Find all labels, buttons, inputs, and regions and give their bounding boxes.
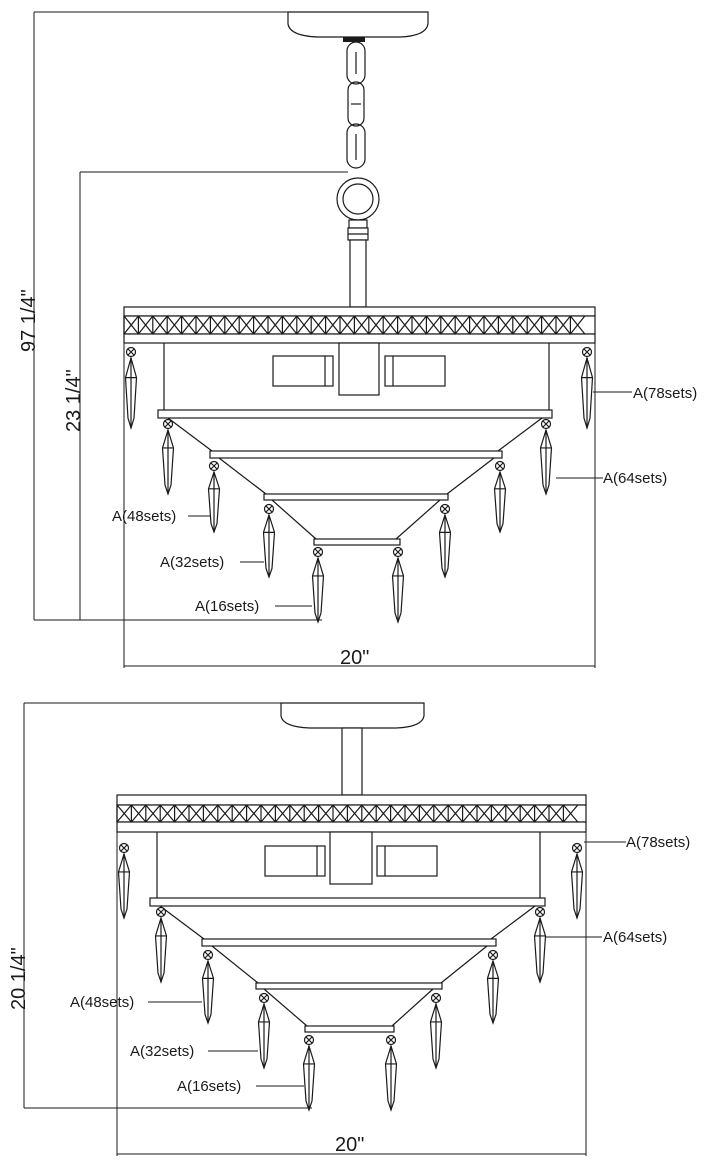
top-width-label: 20" [340, 647, 369, 669]
bottom-band-upper [116, 794, 587, 806]
top-body-height-label: 23 1/4" [63, 369, 85, 432]
top-stem [349, 239, 367, 308]
bottom-dimensions: 20 1/4" 20" [8, 702, 587, 1156]
bottom-canopy [280, 702, 425, 729]
top-band-upper [123, 306, 596, 317]
crystal-pendant [438, 503, 452, 579]
bottom-label-tier4: A(32sets) [130, 1043, 194, 1060]
top-tier-1 [157, 409, 553, 419]
bottom-stem [341, 727, 363, 796]
crystal-pendant [570, 842, 584, 920]
top-tier-2 [209, 450, 503, 459]
bottom-center-hub [329, 831, 373, 885]
bottom-tier-2 [201, 938, 497, 947]
bottom-tier-4 [304, 1025, 395, 1033]
crystal-pendant [262, 503, 276, 579]
bottom-right-socket [376, 845, 438, 877]
top-right-socket [384, 355, 446, 387]
bottom-callouts: A(78sets) A(64sets) A(48sets) A(32sets) … [70, 834, 690, 1095]
top-overall-height-label: 97 1/4" [18, 289, 40, 352]
top-label-tier2: A(64sets) [603, 470, 667, 487]
crystal-pendant [201, 949, 215, 1025]
top-canopy-cap [343, 37, 365, 42]
top-center-hub [338, 342, 380, 396]
top-band-lower [123, 333, 596, 344]
top-lattice-pattern [123, 315, 586, 335]
crystal-pendant [580, 346, 594, 431]
top-chain [346, 41, 366, 169]
crystal-pendant [493, 460, 507, 534]
bottom-label-tier1: A(78sets) [626, 834, 690, 851]
top-label-tier3: A(48sets) [112, 508, 176, 525]
crystal-pendant [391, 546, 405, 624]
crystal-pendant [154, 906, 168, 984]
bottom-band-lower [116, 821, 587, 833]
bottom-tier-3 [255, 982, 443, 990]
crystal-pendant [486, 949, 500, 1025]
top-left-socket [272, 355, 334, 387]
crystal-pendant [302, 1034, 316, 1112]
top-fixture [123, 11, 596, 624]
bottom-left-socket [264, 845, 326, 877]
top-label-tier1: A(78sets) [633, 385, 697, 402]
top-canopy [287, 11, 429, 38]
bottom-fixture [116, 702, 587, 1112]
bottom-label-tier5: A(16sets) [177, 1078, 241, 1095]
crystal-pendant [257, 992, 271, 1070]
crystal-pendant [161, 418, 175, 496]
crystal-pendant [429, 992, 443, 1070]
top-dimensions: 97 1/4" 23 1/4" 20" [18, 11, 596, 669]
crystal-pendant [539, 418, 553, 496]
bottom-lattice-pattern [116, 804, 579, 823]
top-tier-4 [313, 538, 401, 546]
top-tier-3 [263, 493, 449, 501]
crystal-pendant [124, 346, 138, 431]
top-callouts: A(78sets) A(64sets) A(48sets) A(32sets) … [112, 385, 697, 615]
crystal-pendant [384, 1034, 398, 1112]
bottom-tier-1 [149, 897, 546, 907]
crystal-pendant [311, 546, 325, 624]
crystal-pendant [533, 906, 547, 984]
top-crystals [124, 346, 594, 624]
top-label-tier4: A(32sets) [160, 554, 224, 571]
bottom-label-tier3: A(48sets) [70, 994, 134, 1011]
bottom-label-tier2: A(64sets) [603, 929, 667, 946]
bottom-width-label: 20" [335, 1134, 364, 1156]
bottom-crystals [117, 842, 584, 1112]
crystal-pendant [117, 842, 131, 920]
top-label-tier5: A(16sets) [195, 598, 259, 615]
crystal-pendant [207, 460, 221, 534]
bottom-overall-height-label: 20 1/4" [8, 947, 30, 1010]
